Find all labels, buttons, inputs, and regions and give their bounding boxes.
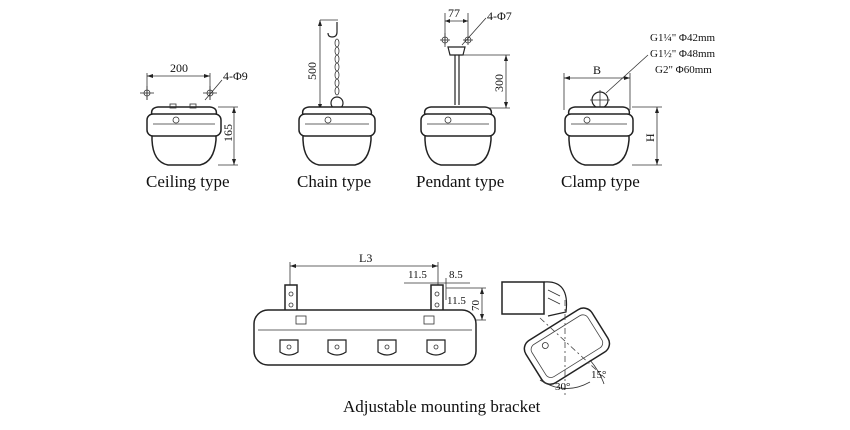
bracket-length-label: L3 — [359, 251, 372, 265]
bracket-dim-b: 8.5 — [449, 269, 463, 281]
clamp-type-figure: B G1¼" Φ42mm G1½" Φ48mm G2" Φ60mm H — [563, 32, 716, 166]
clamp-width-label: B — [593, 63, 601, 77]
caption-chain-type: Chain type — [297, 172, 371, 191]
clamp-pipe-2: G1½" Φ48mm — [650, 48, 716, 60]
ceiling-height-label: 165 — [221, 124, 235, 142]
chain-length-label: 500 — [305, 62, 319, 80]
caption-adjustable-bracket: Adjustable mounting bracket — [343, 397, 541, 416]
ceiling-width-label: 200 — [170, 61, 188, 75]
pendant-length-label: 300 — [492, 74, 506, 92]
ceiling-type-figure: 200 4-Φ9 165 — [140, 61, 248, 166]
caption-clamp-type: Clamp type — [561, 172, 640, 191]
clamp-pipe-3: G2" Φ60mm — [655, 64, 712, 76]
bracket-dim-c: 11.5 — [447, 295, 466, 307]
chain-type-figure: 500 — [298, 19, 376, 166]
bracket-angle-2: 15° — [591, 369, 606, 381]
bracket-dim-a: 11.5 — [408, 269, 427, 281]
bracket-angle-1: 30° — [555, 381, 570, 393]
ceiling-holes-label: 4-Φ9 — [223, 69, 248, 83]
bracket-dim-d: 70 — [470, 300, 482, 312]
bracket-side-view: 30° 15° — [501, 281, 611, 396]
clamp-pipe-1: G1¼" Φ42mm — [650, 32, 716, 44]
pendant-type-figure: 77 4-Φ7 300 — [420, 6, 512, 166]
pendant-holes-label: 4-Φ7 — [487, 9, 512, 23]
clamp-height-label: H — [643, 133, 657, 142]
caption-pendant-type: Pendant type — [416, 172, 504, 191]
caption-ceiling-type: Ceiling type — [146, 172, 230, 191]
bracket-front-view: L3 11.5 8.5 11.5 70 — [253, 251, 486, 366]
pendant-width-label: 77 — [448, 6, 460, 20]
